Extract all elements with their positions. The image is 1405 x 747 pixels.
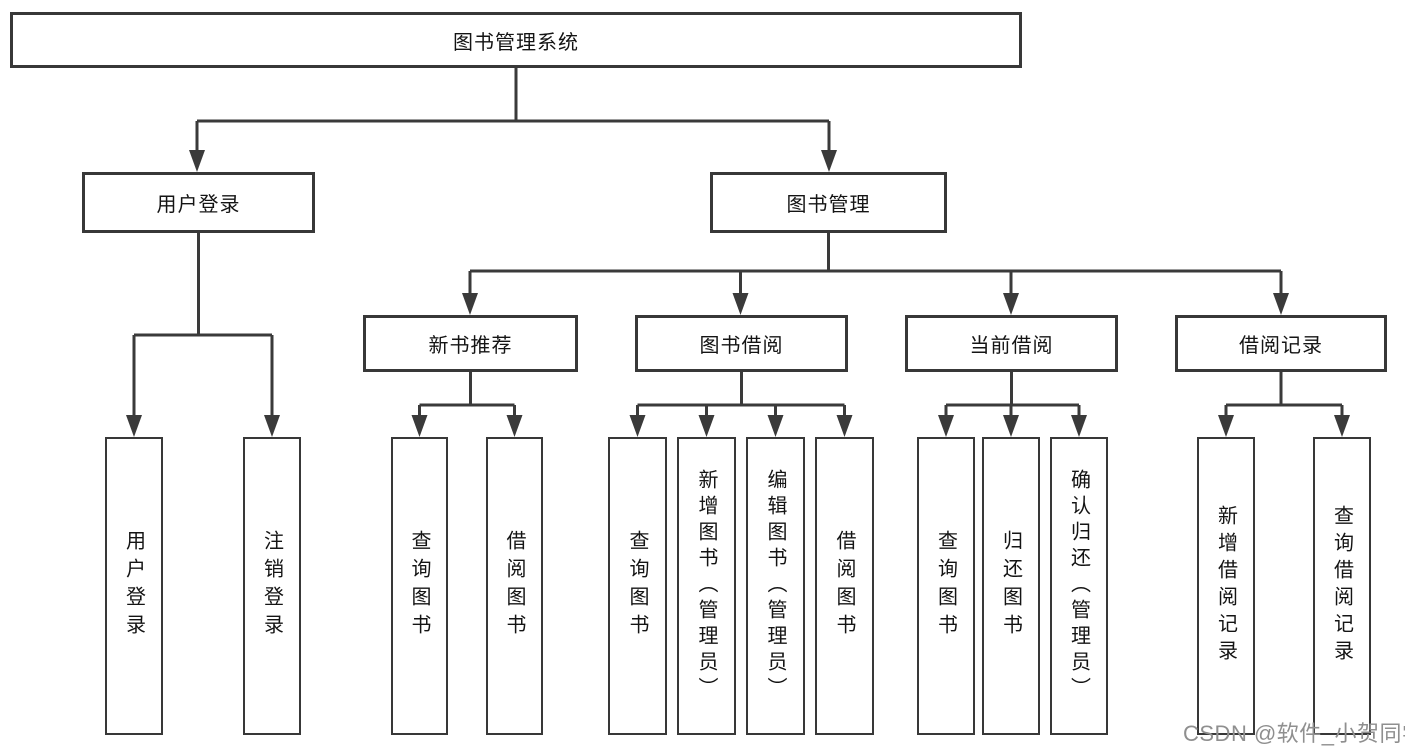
leaf-confirm-return-admin: 确认归还（管理员） xyxy=(1050,437,1108,735)
leaf-add-book-admin: 新增图书（管理员） xyxy=(677,437,736,735)
node-borrowing-records: 借阅记录 xyxy=(1175,315,1387,372)
watermark-text: CSDN @软件_小贺同学 xyxy=(1183,721,1405,746)
node-new-book-recommend: 新书推荐 xyxy=(363,315,578,372)
leaf-user-login: 用户登录 xyxy=(105,437,163,735)
leaf-query-books-borrow: 查询图书 xyxy=(608,437,667,735)
leaf-borrow-books-newbook: 借阅图书 xyxy=(486,437,543,735)
leaf-query-books-newbook: 查询图书 xyxy=(391,437,448,735)
leaf-add-borrow-record: 新增借阅记录 xyxy=(1197,437,1255,735)
node-book-management: 图书管理 xyxy=(710,172,947,233)
node-user-login: 用户登录 xyxy=(82,172,315,233)
node-library-system: 图书管理系统 xyxy=(10,12,1022,68)
leaf-query-books-current: 查询图书 xyxy=(917,437,975,735)
leaf-query-borrow-record: 查询借阅记录 xyxy=(1313,437,1371,735)
leaf-return-books: 归还图书 xyxy=(982,437,1040,735)
leaf-borrow-books-borrow: 借阅图书 xyxy=(815,437,874,735)
leaf-logout: 注销登录 xyxy=(243,437,301,735)
leaf-edit-book-admin: 编辑图书（管理员） xyxy=(746,437,805,735)
node-current-borrowing: 当前借阅 xyxy=(905,315,1118,372)
node-book-borrowing: 图书借阅 xyxy=(635,315,848,372)
